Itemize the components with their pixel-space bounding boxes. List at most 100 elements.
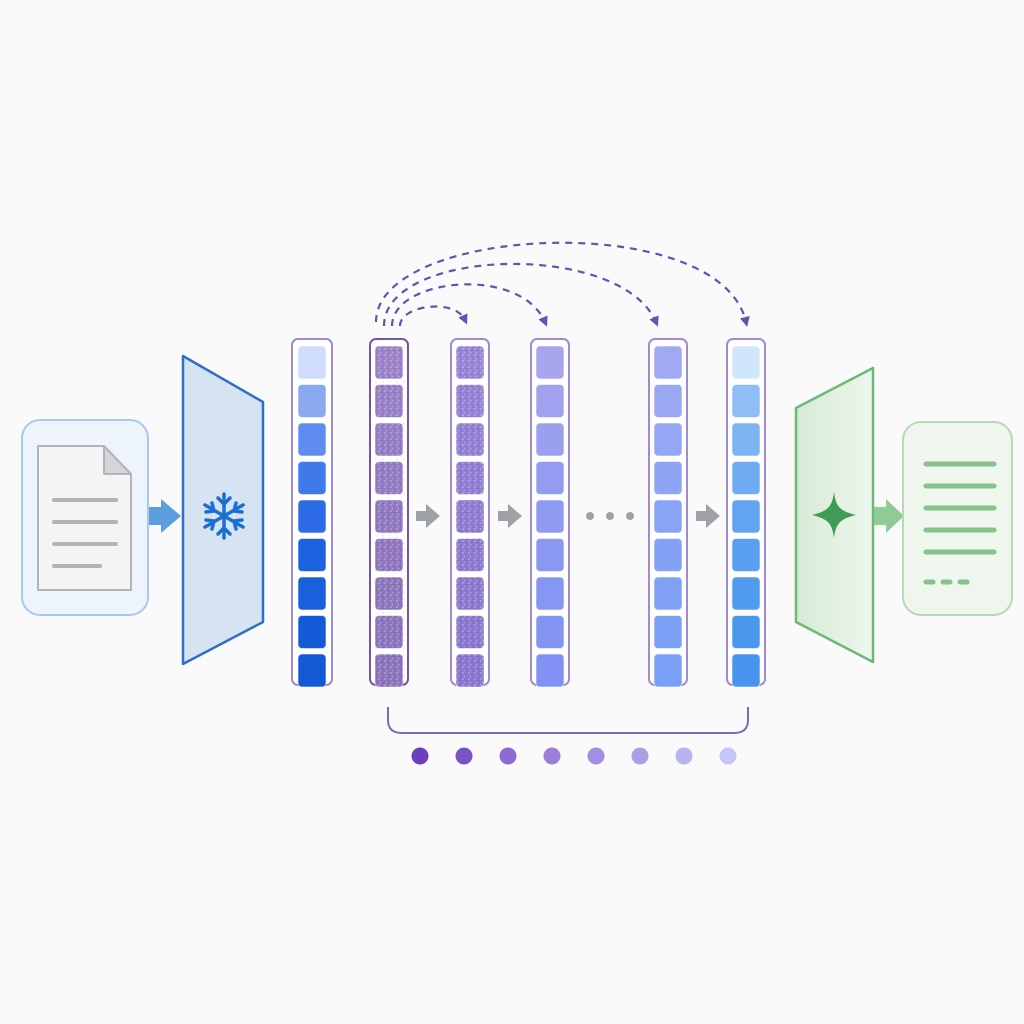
latent-cell <box>297 499 327 534</box>
timestep-dots <box>411 747 737 765</box>
latent-cell <box>731 461 761 495</box>
latent-column <box>726 338 766 688</box>
ellipsis-dot <box>606 512 614 520</box>
diffusion-steps <box>369 338 766 688</box>
latent-cell-noise <box>375 577 403 610</box>
skip-connection-arrows <box>374 241 750 327</box>
encoder-block <box>181 354 265 666</box>
latent-cell <box>297 653 327 688</box>
latent-cell <box>535 345 565 380</box>
latent-cell-noise <box>456 423 484 456</box>
decoder-block <box>794 366 875 664</box>
skip-arrow-to-first-step <box>374 241 750 327</box>
latent-cell-noise <box>456 461 484 495</box>
latent-cell <box>731 576 761 611</box>
latent-column <box>369 338 409 688</box>
sparkle-icon <box>812 492 856 538</box>
timestep-dot <box>675 747 693 765</box>
timestep-dot <box>719 747 737 765</box>
text-lines-icon <box>923 461 997 585</box>
input-document <box>21 419 149 616</box>
latent-cell <box>731 422 761 457</box>
step-arrow-shaft <box>696 511 708 521</box>
latent-cell <box>731 653 761 688</box>
latent-cell-noise <box>375 384 403 418</box>
step-arrow-shaft <box>416 511 428 521</box>
step-arrow <box>416 504 440 528</box>
latent-cell <box>535 615 565 649</box>
latent-cell <box>731 384 761 418</box>
decoder-to-output-arrow <box>874 499 904 533</box>
steps-bracket <box>387 707 749 734</box>
latent-cell-noise <box>375 423 403 456</box>
skip-arrow-to-step-5 <box>382 262 659 327</box>
latent-cell-noise <box>456 538 484 572</box>
latent-cell <box>535 384 565 418</box>
latent-column <box>450 338 490 688</box>
timestep-dot <box>411 747 429 765</box>
latent-cell-noise <box>375 461 403 495</box>
latent-cell <box>731 499 761 534</box>
timestep-dot <box>587 747 605 765</box>
latent-column <box>648 338 688 688</box>
snowflake-icon <box>203 492 245 540</box>
input-to-encoder-arrow <box>149 499 181 533</box>
output-document-frame <box>902 421 1013 616</box>
latent-cell <box>535 422 565 457</box>
latent-cell <box>297 538 327 572</box>
latent-cell <box>535 576 565 611</box>
step-arrow-head <box>508 504 522 528</box>
latent-cell <box>653 615 683 649</box>
latent-cell <box>535 461 565 495</box>
latent-cell <box>297 384 327 418</box>
latent-cell-noise <box>375 654 403 687</box>
latent-cell-noise <box>456 346 484 379</box>
latent-cell-noise <box>456 615 484 649</box>
timestep-dot <box>499 747 517 765</box>
timestep-dot <box>631 747 649 765</box>
latent-cell <box>297 345 327 380</box>
latent-cell <box>297 422 327 457</box>
latent-cell <box>535 653 565 688</box>
step-arrow-head <box>706 504 720 528</box>
latent-cell <box>653 461 683 495</box>
latent-cell-noise <box>375 538 403 572</box>
latent-cell <box>653 384 683 418</box>
latent-cell <box>731 615 761 649</box>
latent-cell-noise <box>456 577 484 610</box>
latent-column <box>530 338 570 688</box>
ellipsis-dots <box>586 512 634 520</box>
latent-cell <box>731 345 761 380</box>
skip-arrow-to-step-3 <box>390 283 548 327</box>
step-arrow <box>498 504 522 528</box>
timestep-dot <box>543 747 561 765</box>
latent-cell <box>297 615 327 649</box>
latent-cell <box>653 499 683 534</box>
latent-cell-noise <box>375 615 403 649</box>
ellipsis-dot <box>626 512 634 520</box>
latent-cell <box>535 538 565 572</box>
latent-cell <box>731 538 761 572</box>
input-text-lines <box>52 498 118 568</box>
output-document <box>902 421 1013 616</box>
latent-cell <box>653 538 683 572</box>
skip-arrow-to-step-2 <box>398 305 468 327</box>
latent-cell-noise <box>375 500 403 533</box>
latent-cell <box>535 499 565 534</box>
step-arrow-head <box>426 504 440 528</box>
ellipsis-dot <box>586 512 594 520</box>
latent-cell-noise <box>456 384 484 418</box>
document-icon <box>37 445 132 591</box>
latent-cell-noise <box>375 346 403 379</box>
latent-cell <box>653 422 683 457</box>
latent-cell <box>297 576 327 611</box>
step-arrow <box>696 504 720 528</box>
latent-cell-noise <box>456 654 484 687</box>
latent-cell-noise <box>456 500 484 533</box>
latent-cell <box>653 576 683 611</box>
step-arrow-shaft <box>498 511 510 521</box>
latent-cell <box>653 653 683 688</box>
latent-cell <box>297 461 327 495</box>
timestep-dot <box>455 747 473 765</box>
